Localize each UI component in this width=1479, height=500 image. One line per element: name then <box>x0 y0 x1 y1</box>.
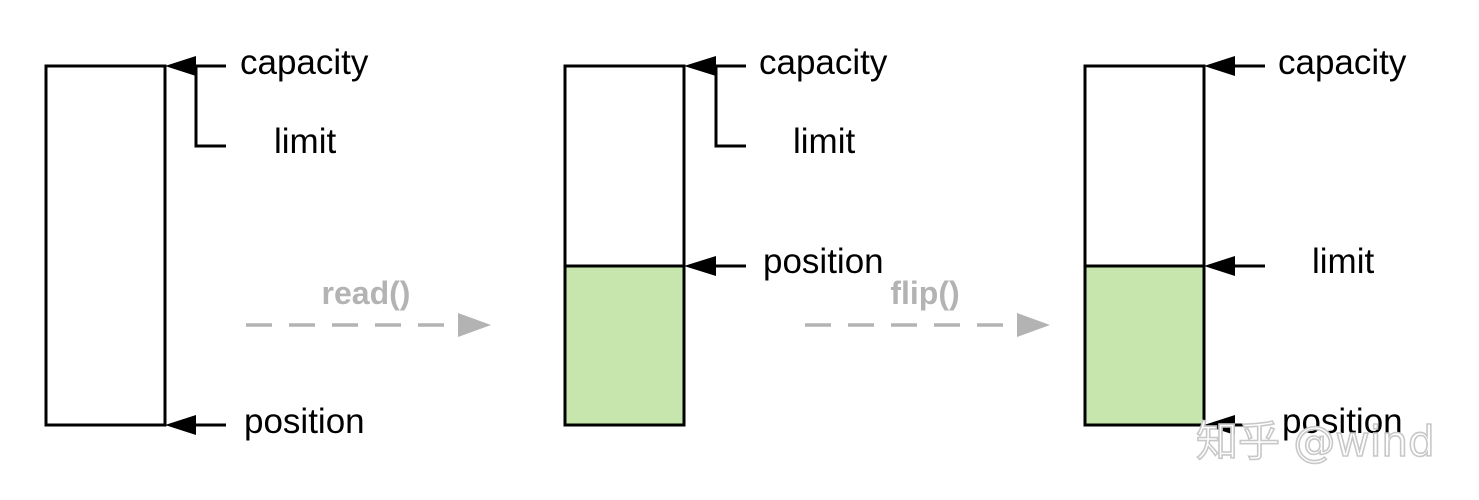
watermark: 知乎 @wind <box>1196 417 1435 466</box>
limit-arrow-3 <box>1204 256 1235 276</box>
capacity-label-2: capacity <box>759 43 888 82</box>
position-arrow-1 <box>165 415 196 435</box>
operation-flip-label: flip() <box>890 275 959 311</box>
limit-label-3: limit <box>1312 242 1374 281</box>
limit-pointer-1 <box>194 66 226 148</box>
buffer-3-box <box>1083 64 1206 427</box>
buffer-1-box <box>44 64 167 427</box>
position-label-2: position <box>763 242 884 281</box>
position-arrow-3 <box>1204 415 1235 435</box>
buffer-2-fill <box>565 266 684 425</box>
position-label-1: position <box>244 402 365 441</box>
capacity-label-1: capacity <box>240 43 369 82</box>
operation-flip-arrowhead <box>1017 313 1050 337</box>
operation-read: read() <box>246 275 491 337</box>
capacity-label-3: capacity <box>1278 43 1407 82</box>
limit-label-2: limit <box>793 122 855 161</box>
capacity-arrow-2 <box>684 56 716 76</box>
buffer-state-1: capacity limit position <box>44 43 369 441</box>
buffer-3-fill <box>1085 266 1204 425</box>
limit-pointer-2 <box>714 66 746 148</box>
capacity-arrow-3 <box>1204 56 1235 76</box>
buffer-state-2: capacity limit position <box>563 43 888 427</box>
buffer-state-3: capacity limit position <box>1083 43 1407 441</box>
operation-flip: flip() <box>805 275 1050 337</box>
position-label-3: position <box>1282 402 1403 441</box>
operation-read-label: read() <box>322 275 411 311</box>
position-arrow-2 <box>684 256 716 276</box>
buffer-2-box <box>563 64 686 427</box>
capacity-arrow-1 <box>165 56 196 76</box>
operation-read-arrowhead <box>458 313 491 337</box>
limit-label-1: limit <box>274 122 336 161</box>
